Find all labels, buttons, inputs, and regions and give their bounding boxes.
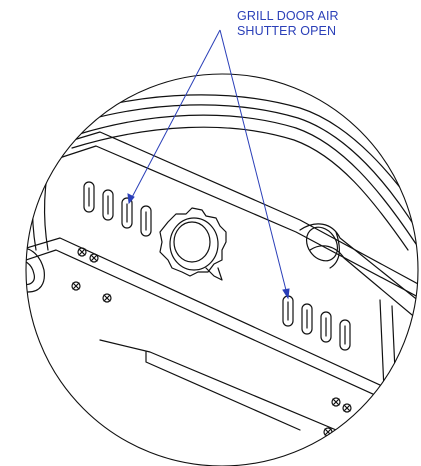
callout-leader-lines — [127, 29, 290, 300]
door-left-edge — [31, 149, 53, 251]
right-air-shutter-slots — [282, 295, 351, 351]
lower-panel-edges — [99, 299, 397, 441]
callout-label: GRILL DOOR AIR SHUTTER OPEN — [237, 9, 417, 39]
left-air-shutter-slots — [83, 181, 152, 237]
lid-rim-lines — [71, 94, 418, 251]
callout-line-2: SHUTTER OPEN — [237, 24, 337, 38]
detail-circle — [25, 73, 419, 466]
shutter-knob — [159, 207, 227, 281]
screws — [71, 247, 352, 437]
handle-tube — [299, 223, 418, 331]
callout-line-1: GRILL DOOR AIR — [237, 9, 339, 23]
